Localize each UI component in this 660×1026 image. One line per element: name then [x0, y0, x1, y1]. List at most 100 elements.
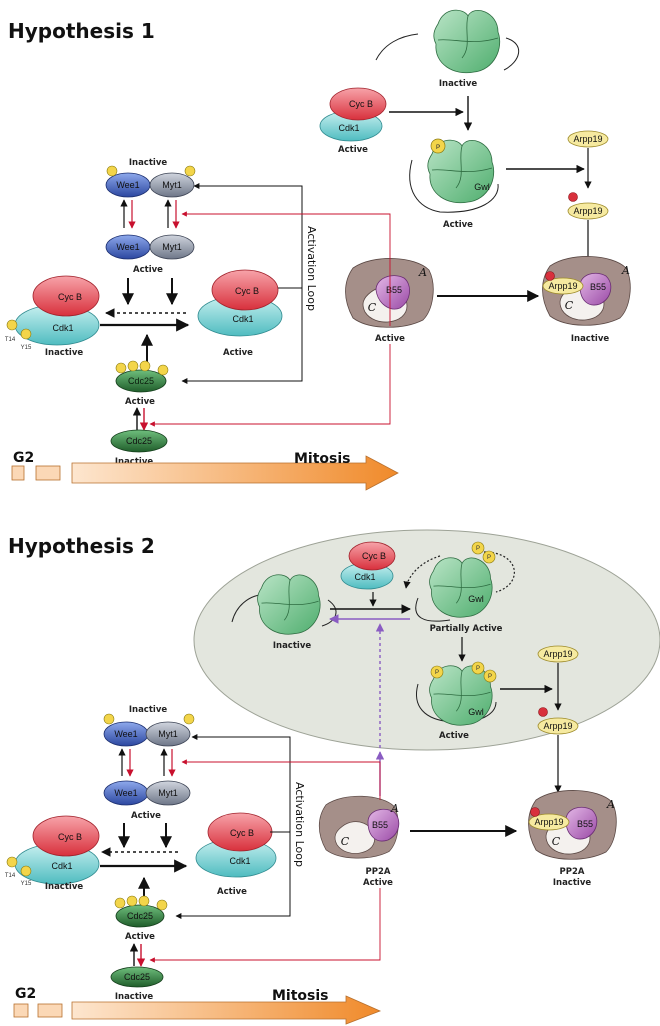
h2-myt1-active: [145, 780, 191, 806]
h2-gwl-active-p1-label: P: [435, 670, 439, 676]
h1-cycb-cdk1-top: [319, 87, 387, 142]
h2-arpp19-free: [537, 645, 579, 663]
h1-g2-label: G2: [13, 450, 34, 466]
h2-pp2a-inactive-2: Inactive: [553, 878, 592, 888]
h2-cdc25-active-label: Cdc25: [127, 911, 153, 921]
h2-cdc25-inactive-text: Inactive: [115, 992, 154, 1002]
h2-b55-label: B55: [372, 820, 388, 830]
h2-wee-inactive-label: Inactive: [129, 705, 168, 715]
h2-arpp19-phos-label: Arpp19: [543, 721, 572, 731]
h2-pp2a-sub-c: C: [341, 835, 350, 848]
h1-mid-active: Active: [223, 348, 253, 358]
h1-cdk-active: [197, 269, 283, 337]
h2-wee1-active-label: Wee1: [114, 788, 137, 798]
h1-cdc25-active-label: Cdc25: [128, 376, 154, 386]
h1-wee1-phospho: [106, 165, 118, 177]
h1-pp2a-to-myt1: [181, 211, 391, 326]
h1-cdk1-top-label: Cdk1: [338, 123, 359, 133]
h2-left-cycb: Cyc B: [58, 832, 82, 842]
h1-loop-to-myt1: [193, 183, 303, 289]
h2-myt1-inactive: [145, 721, 191, 747]
h1-pp2a-sub-a: A: [418, 266, 427, 279]
h2-pp2a-inactive-c: C: [552, 835, 561, 848]
h1-t14-phospho: [6, 319, 18, 331]
h1-left-cycb: Cyc B: [58, 292, 82, 302]
hypothesis-1-title: Hypothesis 1: [8, 19, 155, 43]
h2-cdc25-active: [115, 904, 165, 928]
h1-left-cdk1: Cdk1: [52, 323, 73, 333]
h1-wee-inactive-label: Inactive: [129, 158, 168, 168]
h1-loop-to-cdc25: [181, 288, 303, 384]
h1-t14-label: T14: [5, 337, 16, 343]
h2-mitosis-arrow: [71, 995, 382, 1025]
h2-pp2a-active-1: PP2A: [366, 867, 391, 877]
h2-gwl-active: [416, 665, 497, 726]
h1-cdk-inactive: [14, 275, 100, 346]
h2-myt1-phospho: [183, 713, 195, 725]
h2-loop-to-myt1: [191, 734, 291, 833]
h2-pp2a-sub-a: A: [390, 802, 399, 815]
h2-arpp19-phos: [537, 717, 579, 735]
h1-mid-cdk1: Cdk1: [232, 314, 253, 324]
h1-b55-label: B55: [386, 285, 402, 295]
h2-gwl-partial-p2: [482, 550, 496, 564]
h2-g2-block-1: [13, 1003, 29, 1018]
h2-mid-cycb: Cyc B: [230, 828, 254, 838]
h2-cdc25-p3: [138, 895, 150, 907]
h1-gwl-p-text: P: [436, 145, 440, 151]
h2-pp2a-inactive-b55: B55: [577, 819, 593, 829]
h1-cdc25-inactive: [110, 429, 168, 453]
h2-wee-active-label: Active: [131, 811, 161, 821]
h1-gwl-inactive: [375, 9, 519, 74]
h2-background-ellipse: [193, 529, 660, 751]
h2-myt1-inactive-label: Myt1: [158, 729, 178, 739]
h2-gwl-active-p3: [483, 669, 497, 683]
h1-cdc25-p3: [139, 360, 151, 372]
h2-pp2a-inactive: [528, 790, 617, 860]
h1-gwl-active: [409, 139, 499, 213]
h2-wee1-phospho: [103, 713, 115, 725]
h1-cycb-top-label: Cyc B: [349, 99, 373, 109]
h2-cdc25-p4: [156, 899, 168, 911]
h1-gwl-label: Gwl: [474, 182, 490, 192]
h2-gwl-active-p2: [471, 661, 485, 675]
h1-myt1-phospho: [184, 165, 196, 177]
h2-cdc25-inactive: [110, 966, 164, 988]
h1-cdc25-p4: [157, 364, 169, 376]
h1-arpp19-phospho: [568, 192, 578, 202]
h1-cdc25-active: [115, 369, 167, 393]
h1-cdk-top-active: Active: [338, 145, 368, 155]
h2-t14-label: T14: [5, 873, 16, 879]
h2-arpp19-phospho: [538, 707, 548, 717]
h2-myt1-active-label: Myt1: [158, 788, 178, 798]
h1-gwl-phospho: [430, 138, 446, 154]
h2-pp2a-inactive-arpp: Arpp19: [534, 817, 563, 827]
h2-activation-loop: Activation Loop: [293, 782, 306, 867]
h2-pp2a-active: [318, 795, 400, 859]
h2-loop-to-cdc25: [175, 832, 291, 919]
h2-mid-active: Active: [217, 887, 247, 897]
h1-cdc25-active-text: Active: [125, 397, 155, 407]
h1-gwl-active-label: Active: [443, 220, 473, 230]
h1-y15-label: Y15: [21, 345, 32, 351]
h1-gwl-phospho-p: P: [436, 145, 440, 151]
h2-t14-phospho: [6, 856, 18, 868]
h2-g2-block-2: [37, 1003, 63, 1018]
h2-gwl-partial-p1-label: P: [476, 546, 480, 552]
h2-gwl-partial: [403, 551, 515, 622]
h2-cdk-active: [195, 812, 277, 878]
h1-left-inactive: Inactive: [45, 348, 84, 358]
h2-arpp19-free-label: Arpp19: [543, 649, 572, 659]
h1-g2-block-1: [11, 465, 25, 481]
h2-gwl-partial-p2-label: P: [487, 555, 491, 561]
h1-pp2a-inactive-b55: B55: [590, 282, 606, 292]
h1-cdc25-inactive-text: Inactive: [115, 457, 154, 467]
h2-gwl-partial-gwl: Gwl: [468, 594, 484, 604]
h2-gwl-active-gwl: Gwl: [468, 707, 484, 717]
h1-myt1-active-label: Myt1: [162, 242, 182, 252]
h1-pp2a-active-label: Active: [375, 334, 405, 344]
h2-gwl-partial-p1: [471, 541, 485, 555]
h2-y15-phospho: [20, 865, 32, 877]
hypothesis-2-title: Hypothesis 2: [8, 534, 155, 558]
h1-mitosis-label: Mitosis: [294, 451, 351, 467]
